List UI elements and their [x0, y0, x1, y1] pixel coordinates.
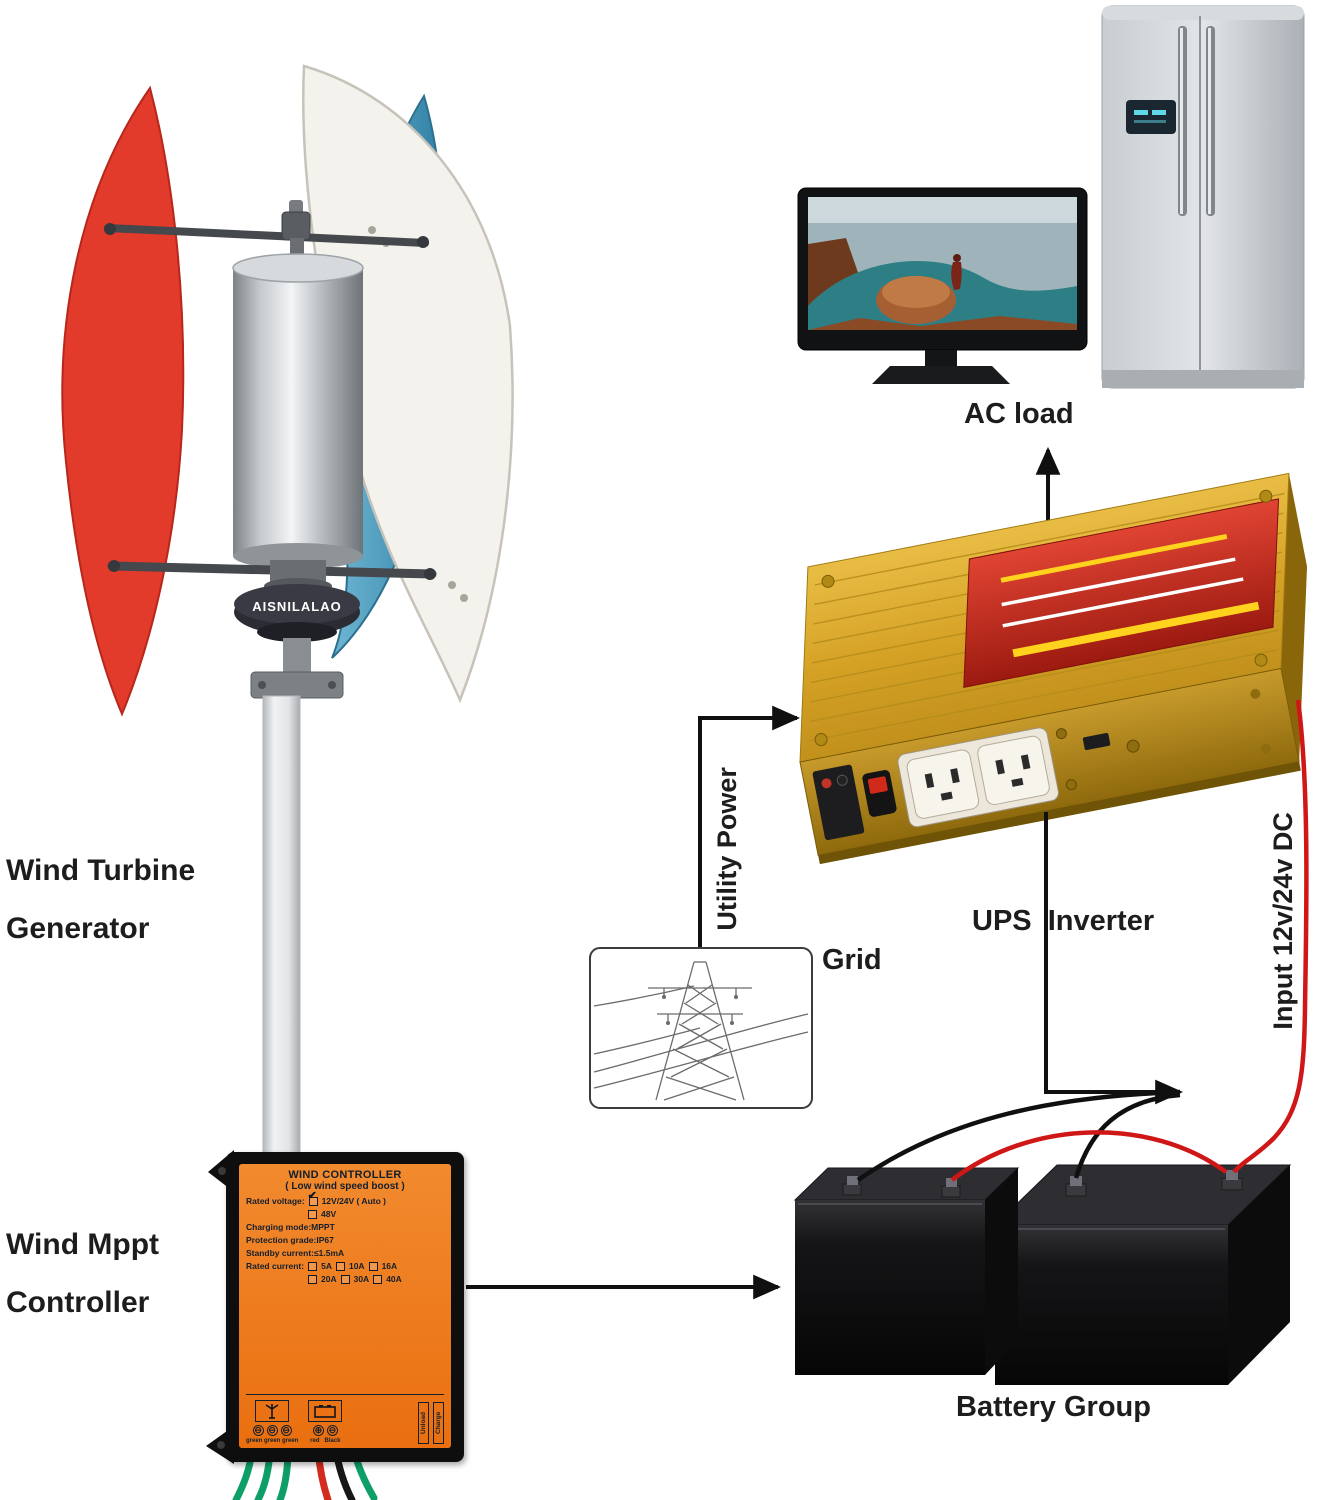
minus-terminal-icon: ⊖: [252, 1425, 264, 1436]
checkbox-unchecked: [368, 1262, 378, 1271]
inverter-red-cable: [1232, 699, 1309, 1174]
unload-tab: Unload: [418, 1402, 429, 1444]
checkbox-unchecked: [308, 1275, 317, 1284]
controller-title: WIND CONTROLLER: [288, 1169, 402, 1181]
battery-black-cable-1: [856, 1089, 1181, 1182]
battery-left: [795, 1200, 985, 1375]
controller-rated-current-row1: Rated current: 5A 10A 16A: [246, 1261, 398, 1271]
turbine-terminal-labels: green green green: [246, 1438, 299, 1444]
input-dc-label: Input 12v/24v DC: [1268, 812, 1299, 1030]
battery-black-cable-2: [1073, 1092, 1181, 1179]
wind-turbine-generator-label-line1: Wind Turbine: [6, 854, 196, 887]
voltage-option-alt: 48V: [321, 1209, 337, 1219]
fridge-display: [1126, 100, 1176, 134]
wind-controller-device: WIND CONTROLLER ( Low wind speed boost )…: [226, 1152, 464, 1462]
battery-icon: [308, 1400, 343, 1422]
inverter-red-label: [963, 498, 1280, 688]
battery-group-label: Battery Group: [956, 1391, 1151, 1423]
controller-charging-mode: Charging mode:MPPT: [246, 1222, 335, 1232]
voltage-option-main: 12V/24V ( Auto ): [321, 1196, 386, 1206]
cables-and-arrows: [466, 699, 1309, 1300]
checkbox-unchecked: [373, 1275, 383, 1284]
refrigerator: [1101, 5, 1305, 389]
checkbox-checked: ✔: [308, 1190, 318, 1206]
rated-voltage-label: Rated voltage:: [246, 1196, 305, 1206]
wind-mppt-controller-label-line2: Controller: [6, 1286, 150, 1319]
controller-voltage-alt-row: 48V: [246, 1208, 444, 1221]
minus-terminal-icon: ⊖: [326, 1425, 338, 1436]
inverter-dc-line: [1044, 812, 1184, 1105]
transmission-tower: [593, 961, 809, 1101]
checkbox-unchecked: [335, 1262, 345, 1271]
turbine-terminals: ⊖ ⊖ ⊖ green green green: [246, 1400, 298, 1444]
battery-terminals: ⊕ ⊖ red Black: [308, 1400, 343, 1444]
controller-rated-current-row2: 20A 30A 40A: [246, 1273, 444, 1286]
minus-terminal-icon: ⊖: [280, 1425, 292, 1436]
rated-current-label: Rated current:: [246, 1261, 305, 1271]
utility-power-label: Utility Power: [712, 767, 743, 931]
minus-terminal-icon: ⊖: [266, 1425, 278, 1436]
checkbox-unchecked: [308, 1262, 318, 1271]
ac-load-label: AC load: [964, 398, 1074, 430]
turbine-icon: [255, 1400, 290, 1422]
battery-red-jumper: [950, 1130, 1228, 1182]
turbine-generator-body: [233, 268, 363, 556]
controller-side-tabs: Unload Charge: [418, 1402, 444, 1444]
controller-protection-grade: Protection grade:IP67: [246, 1235, 334, 1245]
wind-turbine-illustration: AISNILALAO: [61, 64, 514, 1167]
monitor-stand: [925, 350, 957, 366]
grid-label: Grid: [822, 944, 882, 976]
battery-terminal-labels: red Black: [310, 1438, 341, 1444]
checkbox-unchecked: [308, 1210, 317, 1219]
plus-terminal-icon: ⊕: [312, 1425, 324, 1436]
controller-terminal-section: ⊖ ⊖ ⊖ green green green ⊕ ⊖ red Black Un…: [246, 1394, 444, 1444]
charge-tab: Charge: [433, 1402, 444, 1444]
ups-inverter-illustration: [799, 472, 1308, 865]
checkbox-unchecked: [340, 1275, 350, 1284]
wind-controller-faceplate: WIND CONTROLLER ( Low wind speed boost )…: [239, 1164, 451, 1448]
controller-rated-voltage-row: Rated voltage: ✔ 12V/24V ( Auto ): [246, 1190, 444, 1208]
battery-right: [995, 1225, 1228, 1385]
controller-standby-current: Standby current:≤1.5mA: [246, 1248, 345, 1258]
ups-inverter-label: UPS Inverter: [972, 905, 1155, 937]
wind-mppt-controller-label-line1: Wind Mppt: [6, 1228, 160, 1261]
turbine-brand-text: AISNILALAO: [252, 599, 341, 614]
turbine-top-arm: [104, 224, 429, 247]
controller-subtitle: ( Low wind speed boost ): [285, 1181, 405, 1192]
monitor: [797, 187, 1088, 384]
battery-group-illustration: [793, 1164, 1292, 1385]
turbine-blade-red: [61, 85, 185, 717]
grid-box: [589, 947, 813, 1109]
turbine-pole: [262, 695, 301, 1167]
wind-turbine-generator-label-line2: Generator: [6, 912, 150, 945]
grid-to-inverter-line: [698, 705, 801, 948]
